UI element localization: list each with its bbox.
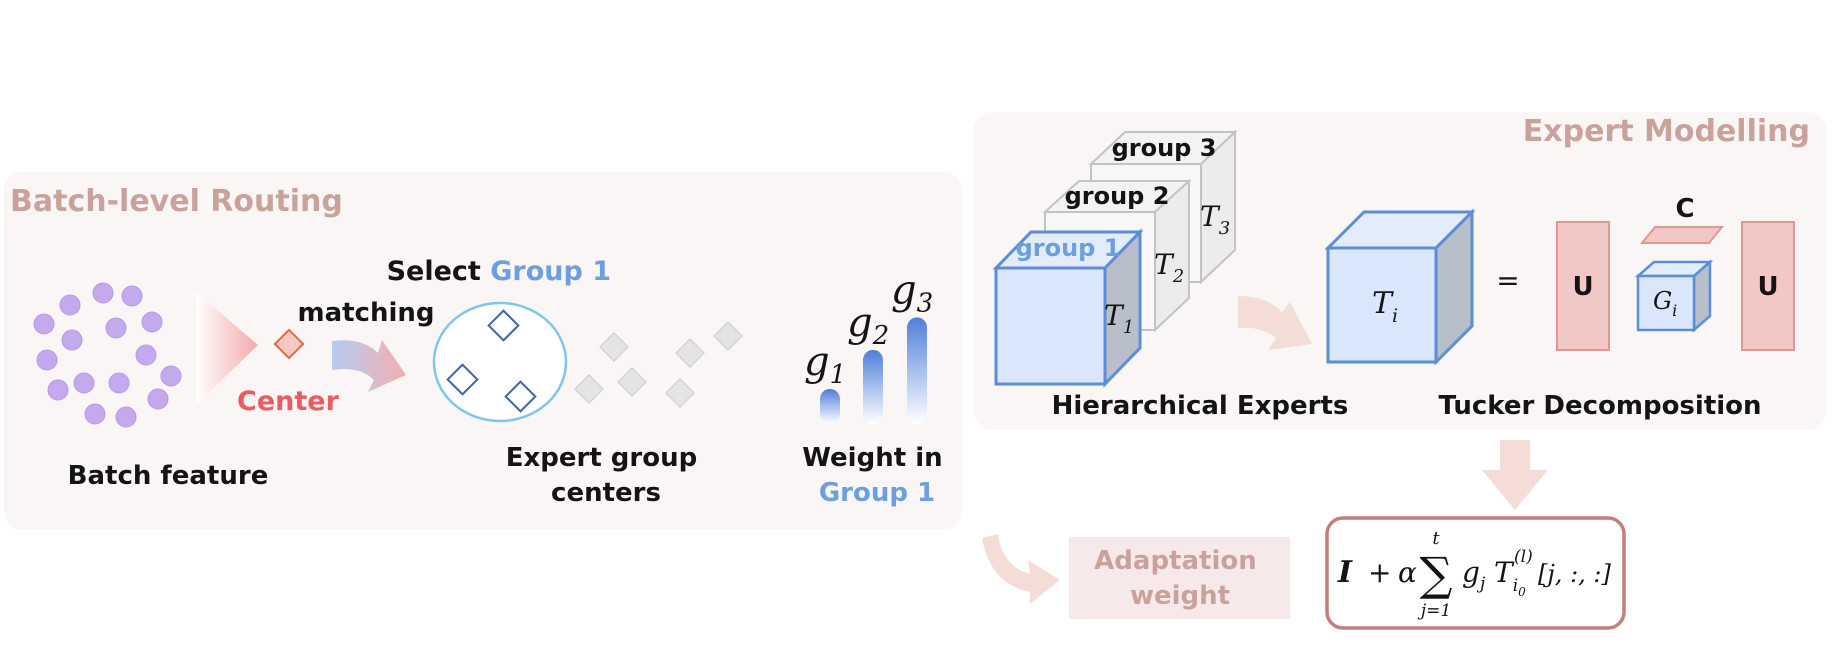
u-matrix-right: [1741, 221, 1795, 351]
formula-sum: ∑: [1420, 547, 1453, 601]
experts-to-tensor-arrow: [1238, 296, 1312, 350]
feature-dot: [141, 311, 163, 333]
feature-dot: [73, 372, 95, 394]
center-diamond-other: [599, 332, 629, 362]
tensor-ti: Ti: [1372, 286, 1398, 327]
formula-tensor: Ti0: [1494, 556, 1526, 599]
expert-panel-title: Expert Modelling: [1523, 114, 1810, 149]
c-label: C: [1675, 194, 1694, 224]
formula-sum-upper: t: [1432, 528, 1440, 549]
batch-feature-label: Batch feature: [68, 461, 269, 491]
formula-plus: +: [1368, 556, 1391, 589]
center-diamond-other: [665, 378, 695, 408]
feature-dot: [92, 282, 114, 304]
center-diamond-other: [617, 367, 647, 397]
expert-centers-label: Expert group centers: [506, 443, 707, 508]
center-diamond-other: [713, 321, 743, 351]
selected-group-circle: [432, 301, 568, 423]
adaptation-weight-label: Adaptation weight: [1094, 546, 1266, 611]
feature-dot: [121, 285, 143, 307]
feature-dot: [47, 379, 69, 401]
center-diamond-selected: [446, 363, 479, 396]
feature-dot: [147, 388, 169, 410]
down-arrow: [1482, 440, 1548, 510]
gate-bar-2: [863, 349, 883, 424]
matching-arrow: [332, 340, 406, 392]
feature-dot: [33, 313, 55, 335]
core-tensor-cube: Gi: [1634, 259, 1714, 333]
feature-dot: [59, 294, 81, 316]
center-diamond-other: [675, 338, 705, 368]
selected-centers: [446, 309, 537, 413]
center-diamond-other: [574, 374, 604, 404]
formula-alpha: α: [1398, 556, 1417, 589]
select-group-heading: Select Group 1: [387, 256, 611, 287]
group-1-label: group 1: [1016, 234, 1121, 262]
center-label: Center: [237, 386, 340, 417]
center-diamond-selected: [487, 309, 520, 342]
pooling-cone: [196, 292, 258, 405]
gate-bar-1: [820, 388, 840, 424]
center-diamond: [273, 328, 305, 360]
equals-sign: =: [1496, 264, 1519, 297]
feature-dot: [115, 406, 137, 428]
u-left-label: U: [1572, 272, 1593, 302]
gate-label-1: g1: [804, 339, 846, 390]
formula-superscript: (l): [1514, 547, 1533, 567]
tensor-t1: T1: [1104, 299, 1134, 338]
matching-label: matching: [297, 298, 434, 328]
expert-cube-group-1: group 1 T1: [992, 228, 1144, 388]
formula-sum-lower: j=1: [1417, 601, 1451, 621]
u-matrix-left: [1556, 221, 1610, 351]
center-diamond-selected: [504, 380, 537, 413]
formula: I + α t ∑ j=1 gj Ti0 (l) [j, :, :]: [1337, 528, 1611, 621]
feature-dot: [36, 349, 58, 371]
feature-dot: [160, 365, 182, 387]
hierarchical-experts-caption: Hierarchical Experts: [1052, 391, 1349, 421]
feature-dot: [108, 372, 130, 394]
group-3-label: group 3: [1112, 134, 1217, 162]
group-2-label: group 2: [1065, 182, 1170, 210]
tucker-caption: Tucker Decomposition: [1438, 391, 1761, 421]
feature-dot: [105, 317, 127, 339]
u-right-label: U: [1757, 272, 1778, 302]
core-gi: Gi: [1653, 287, 1677, 320]
feature-dot: [61, 329, 83, 351]
gate-label-3: g3: [891, 267, 933, 318]
tensor-t3: T3: [1200, 200, 1230, 239]
feature-dot: [135, 344, 157, 366]
formula-identity: I: [1337, 555, 1353, 590]
c-matrix: [1639, 226, 1725, 244]
weight-in-group-label: Weight in Group 1: [802, 443, 951, 508]
formula-index: [j, :, :]: [1538, 560, 1611, 588]
tensor-ti-cube: Ti: [1324, 208, 1476, 366]
tensor-t2: T2: [1154, 248, 1184, 287]
adaptation-weight-box: [1069, 537, 1290, 619]
batch-feature-dots: [33, 282, 182, 428]
gate-label-2: g2: [847, 300, 889, 351]
routing-panel-title: Batch-level Routing: [10, 184, 343, 219]
formula-gate: gj: [1462, 556, 1486, 594]
adaptation-arrow: [982, 534, 1060, 604]
feature-dot: [84, 403, 106, 425]
formula-box: [1325, 516, 1626, 630]
other-centers: [574, 321, 743, 408]
gate-bar-3: [907, 317, 927, 424]
